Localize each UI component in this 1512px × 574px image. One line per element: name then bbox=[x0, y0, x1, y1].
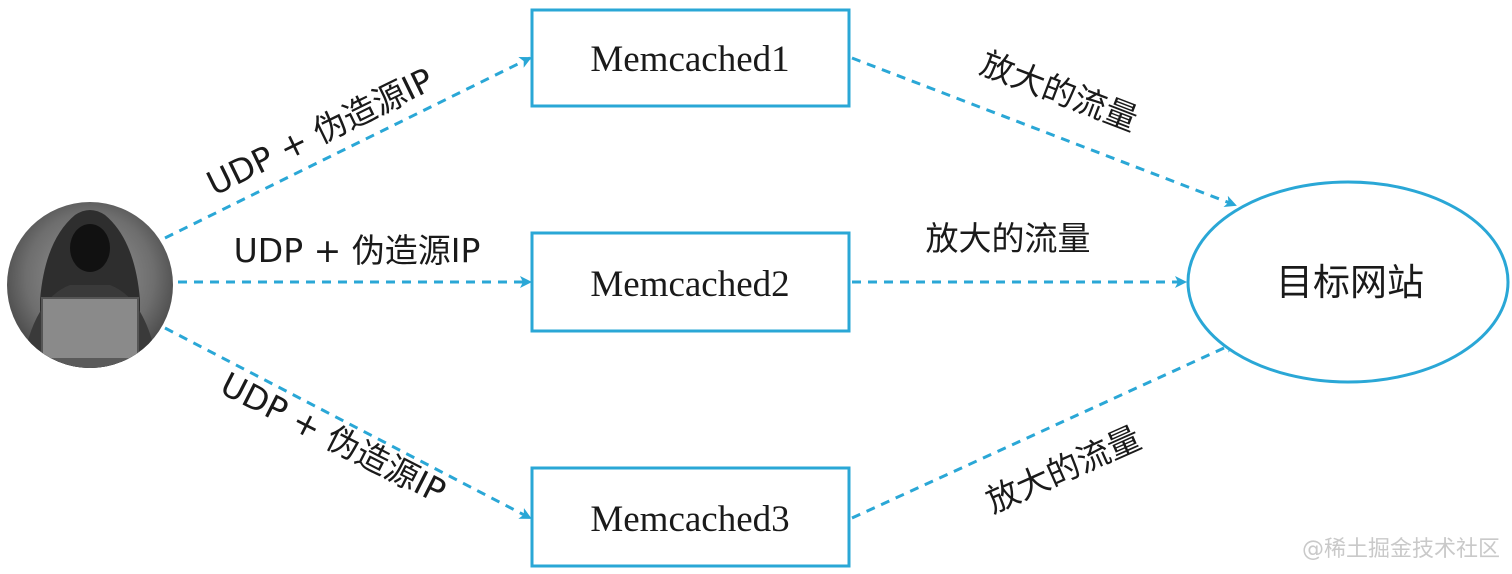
response-edge-3 bbox=[851, 341, 1237, 520]
request-label-2: UDP + 伪造源IP bbox=[234, 231, 481, 270]
server-label: Memcached3 bbox=[590, 499, 789, 540]
response-label-2: 放大的流量 bbox=[926, 219, 1091, 258]
request-edge-1 bbox=[164, 56, 532, 240]
target-label: 目标网站 bbox=[1276, 263, 1424, 304]
request-edge-3 bbox=[164, 326, 532, 520]
server-node-2: Memcached2 bbox=[530, 231, 851, 333]
server-node-3: Memcached3 bbox=[530, 466, 851, 568]
server-node-1: Memcached1 bbox=[530, 8, 851, 108]
response-label-3: 放大的流量 bbox=[980, 418, 1147, 521]
server-label: Memcached2 bbox=[590, 264, 789, 305]
request-label-1: UDP + 伪造源IP bbox=[201, 60, 440, 203]
response-label-1: 放大的流量 bbox=[975, 43, 1143, 139]
response-edge-1 bbox=[851, 56, 1237, 208]
watermark: @稀土掘金技术社区 bbox=[1302, 537, 1500, 562]
request-label-3: UDP + 伪造源IP bbox=[214, 364, 452, 511]
target-node: 目标网站 bbox=[1186, 180, 1510, 384]
server-label: Memcached1 bbox=[590, 39, 789, 80]
hacker-icon bbox=[7, 202, 173, 368]
